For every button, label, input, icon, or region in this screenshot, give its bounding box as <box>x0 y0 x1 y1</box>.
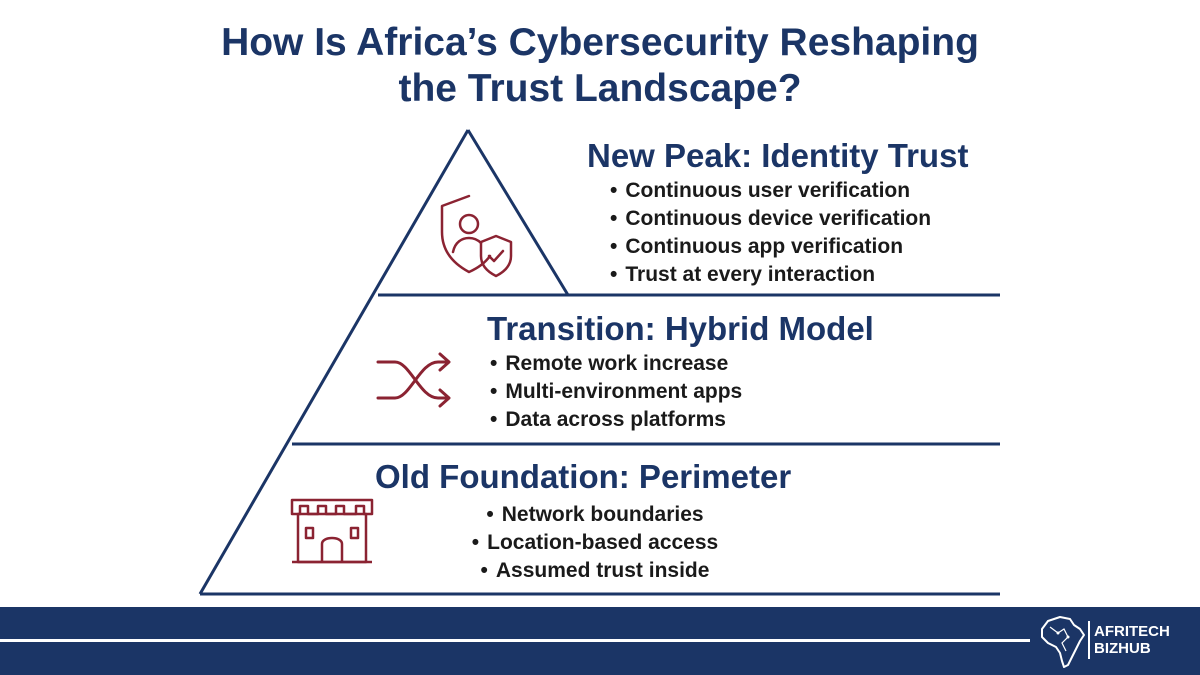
africa-map-icon <box>1041 616 1085 668</box>
pyramid-left-edge <box>198 129 470 595</box>
tier-top-bullets: Continuous user verification Continuous … <box>610 177 931 289</box>
list-item: Location-based access <box>440 529 750 557</box>
pyramid-right-edge <box>466 129 570 296</box>
logo-divider <box>1088 621 1090 659</box>
list-item: Multi-environment apps <box>490 378 742 406</box>
shuffle-arrows-icon <box>376 352 451 408</box>
title-line-1: How Is Africa’s Cybersecurity Reshaping <box>221 21 979 64</box>
title-line-2: the Trust Landscape? <box>398 67 802 110</box>
tier-bottom-heading: Old Foundation: Perimeter <box>375 458 792 495</box>
tier-middle-heading: Transition: Hybrid Model <box>487 310 874 347</box>
footer-bar: AFRITECH BIZHUB <box>0 607 1200 675</box>
list-item: Network boundaries <box>440 501 750 529</box>
tier-bottom-bullets: Network boundaries Location-based access… <box>440 501 750 585</box>
list-item: Continuous user verification <box>610 177 931 205</box>
pyramid-diagram <box>198 129 1000 596</box>
castle-tower-icon <box>290 498 374 564</box>
identity-shield-icon <box>440 194 513 278</box>
page-title: How Is Africa’s Cybersecurity Reshaping … <box>0 20 1200 112</box>
logo-line-1: AFRITECH <box>1094 623 1170 640</box>
list-item: Continuous device verification <box>610 205 931 233</box>
tier-middle-bullets: Remote work increase Multi-environment a… <box>490 350 742 434</box>
tier-top-heading: New Peak: Identity Trust <box>587 137 969 174</box>
list-item: Trust at every interaction <box>610 261 931 289</box>
list-item: Assumed trust inside <box>440 557 750 585</box>
logo-line-2: BIZHUB <box>1094 640 1151 657</box>
list-item: Remote work increase <box>490 350 742 378</box>
footer-divider-line <box>0 639 1030 642</box>
list-item: Continuous app verification <box>610 233 931 261</box>
logo-wordmark: AFRITECH BIZHUB <box>1094 623 1170 657</box>
list-item: Data across platforms <box>490 406 742 434</box>
